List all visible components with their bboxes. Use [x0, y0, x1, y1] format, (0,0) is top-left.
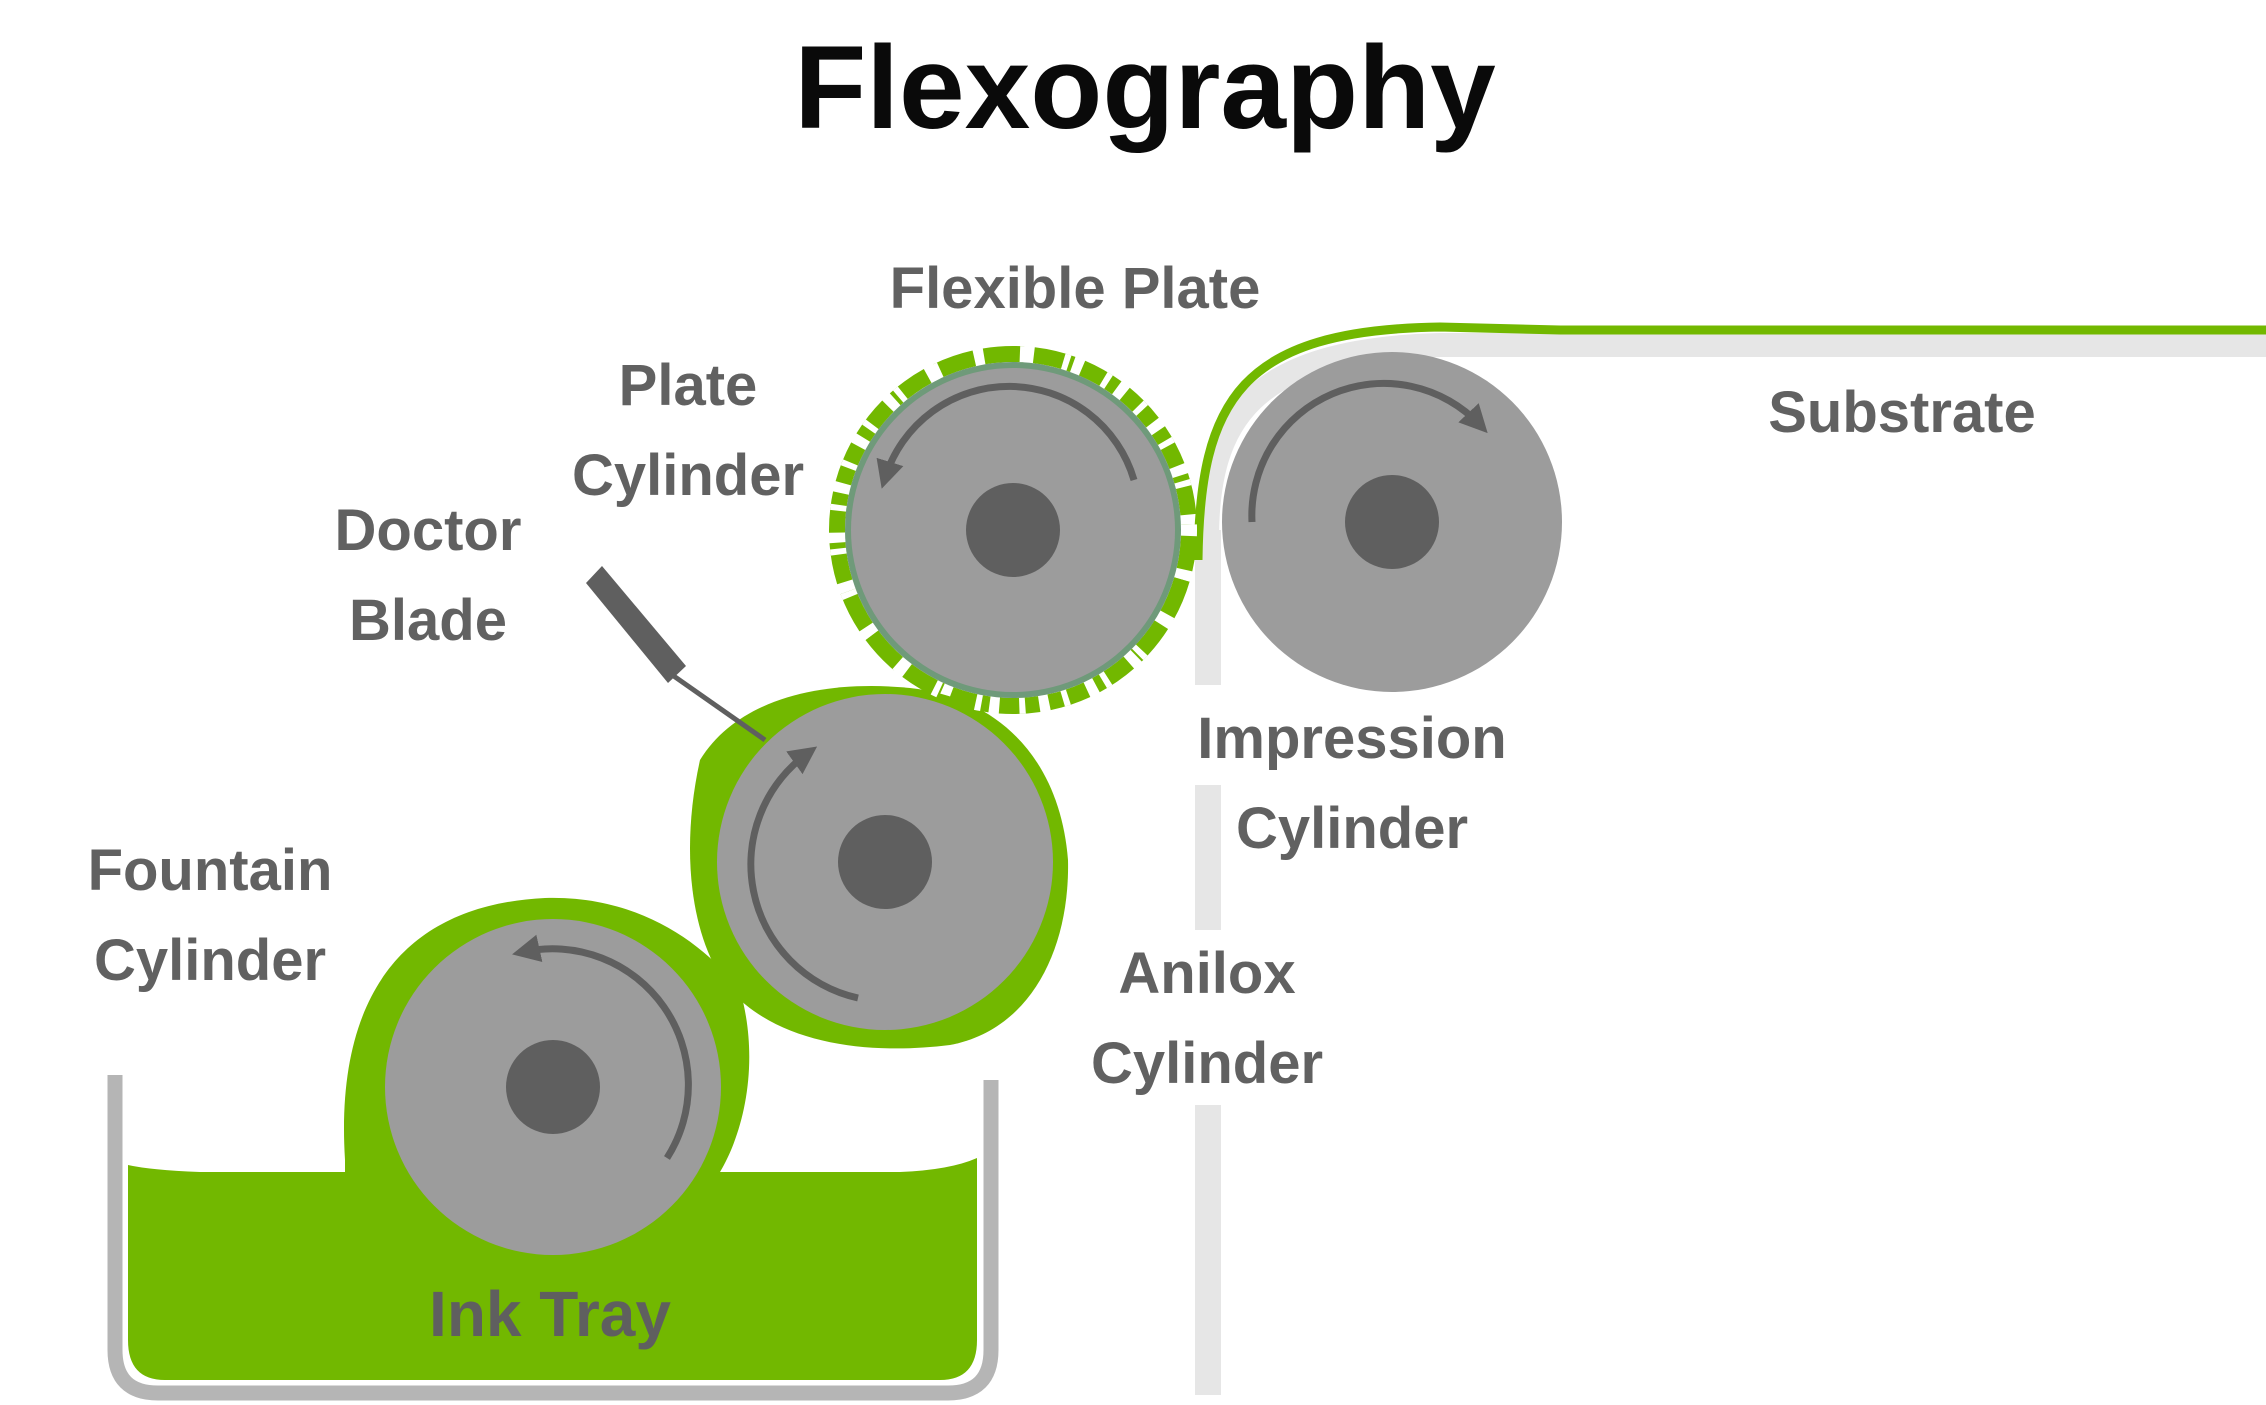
anilox-rotation-arrow-icon — [747, 746, 859, 1002]
impression-hub — [1345, 475, 1439, 569]
fountain-hub — [506, 1040, 600, 1134]
plate-hub — [966, 483, 1060, 577]
plate-cylinder-label-line1: Plate — [619, 353, 758, 418]
fountain-cylinder-label-line1: Fountain — [88, 838, 333, 903]
frame-post — [1195, 530, 1221, 1395]
doctor-blade-label-line1: Doctor — [335, 498, 522, 563]
anilox-cylinder-label-line1: Anilox — [1118, 941, 1295, 1006]
anilox-cylinder-label-line2: Cylinder — [1091, 1031, 1323, 1096]
ink-tray-label: Ink Tray — [429, 1278, 671, 1350]
fountain-cylinder-label-line2: Cylinder — [94, 928, 326, 993]
anilox-hub — [838, 815, 932, 909]
plate-cylinder-label-line2: Cylinder — [572, 443, 804, 508]
impression-cylinder-label-line1: Impression — [1197, 706, 1506, 771]
ink-tray — [107, 1075, 999, 1401]
doctor-blade — [586, 566, 767, 743]
page-title: Flexography — [794, 22, 1496, 154]
substrate-web — [1193, 322, 2266, 561]
plate-cylinder — [829, 346, 1197, 714]
anilox-cylinder — [717, 694, 1053, 1030]
doctor-blade-label-line2: Blade — [349, 588, 507, 653]
plate-rotation-arrow-icon — [876, 382, 1138, 489]
substrate-label: Substrate — [1768, 380, 2036, 445]
fountain-rotation-arrow-icon — [512, 934, 692, 1160]
flexible-plate-gaps — [829, 346, 1197, 714]
impression-cylinder — [1222, 352, 1562, 692]
impression-cylinder-label-line2: Cylinder — [1236, 796, 1468, 861]
flexible-plate-label: Flexible Plate — [890, 256, 1261, 321]
impression-rotation-arrow-icon — [1248, 379, 1488, 523]
fountain-cylinder — [385, 919, 721, 1255]
